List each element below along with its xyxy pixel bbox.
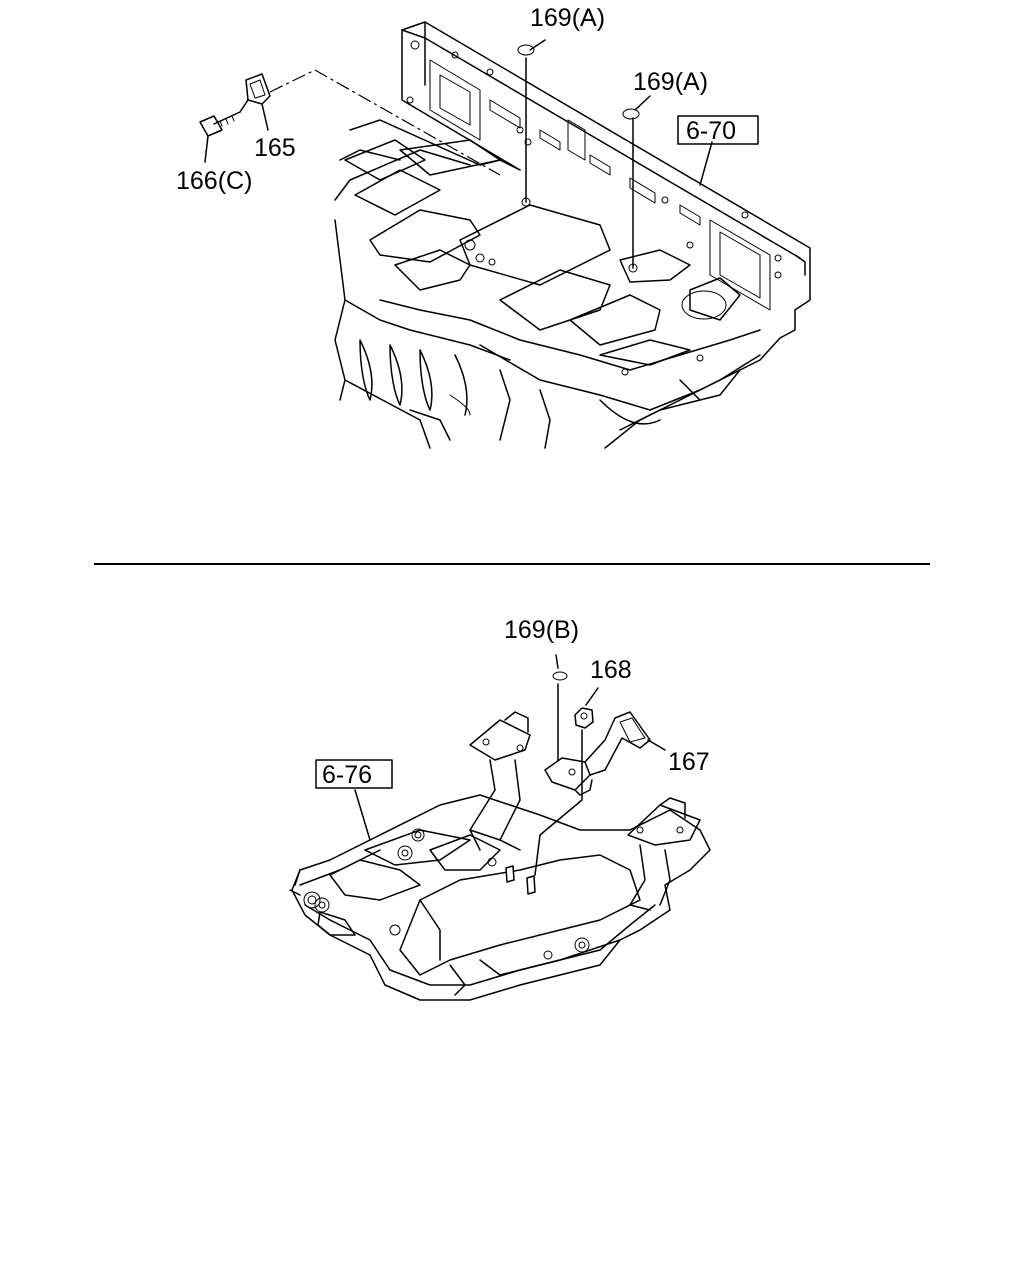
ref-6-76: 6-76 — [322, 761, 372, 789]
callout-165: 165 — [254, 134, 296, 162]
ref-6-70: 6-70 — [686, 117, 736, 145]
callout-169b: 169(B) — [504, 616, 579, 644]
part-166c-bolt — [199, 111, 241, 137]
part-169a-plug-top — [517, 44, 535, 56]
upper-leader-lines — [204, 39, 713, 269]
fuel-tank-drawing — [289, 711, 711, 1001]
ref-box-6-70 — [677, 115, 759, 145]
callout-167: 167 — [668, 748, 710, 776]
part-168-nut — [574, 707, 594, 729]
part-169a-plug-right — [622, 108, 640, 120]
ref-box-6-76 — [315, 759, 393, 789]
part-165-bracket — [239, 73, 271, 113]
part-169b-plug — [552, 671, 568, 681]
callout-169a-right: 169(A) — [633, 68, 708, 96]
lower-leader-lines — [354, 654, 666, 876]
part-167-bracket — [544, 711, 651, 796]
rear-floor-panel-drawing — [334, 21, 811, 449]
callout-168: 168 — [590, 656, 632, 684]
callout-166c: 166(C) — [176, 167, 252, 195]
callout-169a-top: 169(A) — [530, 4, 605, 32]
